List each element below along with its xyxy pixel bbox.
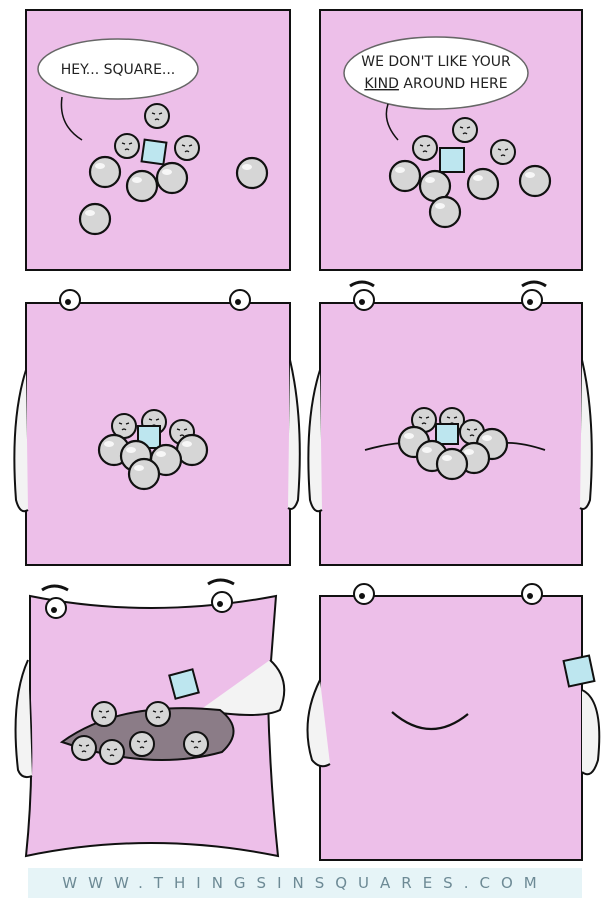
small-square-2 <box>439 147 465 173</box>
speech-bubble-2: WE DON'T LIKE YOUR KIND AROUND HERE <box>343 36 529 141</box>
eye-right-4 <box>521 289 543 311</box>
small-square-6 <box>562 654 596 688</box>
eyebrow-left-5 <box>41 584 69 592</box>
arm-right-4 <box>579 359 593 510</box>
panel-2: WE DON'T LIKE YOUR KIND AROUND HERE <box>319 9 583 271</box>
ball-crowd-4 <box>397 407 509 481</box>
speech-text-2-kind: KIND <box>364 76 399 92</box>
eye-right-5 <box>211 591 233 613</box>
speech-text-1: HEY... SQUARE... <box>61 62 176 78</box>
panel-4 <box>307 280 593 566</box>
eyebrow-right-5 <box>207 578 235 586</box>
pocket-opening-5 <box>59 701 235 765</box>
arm-right-5 <box>199 659 286 716</box>
eye-left-6 <box>353 583 375 605</box>
eye-left-3 <box>59 289 81 311</box>
panel-6 <box>306 583 601 861</box>
speech-text-2-line1: WE DON'T LIKE YOUR <box>361 54 511 70</box>
panel-5 <box>14 578 286 858</box>
panel-1: HEY... SQUARE... <box>25 9 291 271</box>
eyebrow-left-4 <box>349 280 375 288</box>
panel-3 <box>13 289 301 566</box>
speech-text-2-line2: KIND AROUND HERE <box>364 76 507 92</box>
small-square-5 <box>168 668 200 700</box>
smile-6 <box>391 711 469 731</box>
arm-left-4 <box>307 369 323 513</box>
arm-left-6 <box>306 679 331 768</box>
eyebrow-right-4 <box>521 280 547 288</box>
eye-right-6 <box>521 583 543 605</box>
ball-crowd-2 <box>388 117 552 229</box>
speech-text-2-rest: AROUND HERE <box>399 76 508 92</box>
panel-6-square <box>319 595 583 861</box>
speech-bubble-1: HEY... SQUARE... <box>37 38 199 141</box>
arm-left-3 <box>13 369 29 513</box>
eye-right-3 <box>229 289 251 311</box>
website-footer: WWW.THINGSINSQUARES.COM <box>28 868 582 898</box>
eye-left-5 <box>45 597 67 619</box>
arm-right-6 <box>581 689 601 776</box>
arm-right-3 <box>287 359 301 510</box>
website-url: WWW.THINGSINSQUARES.COM <box>62 874 548 892</box>
small-square-4 <box>435 423 459 445</box>
comic-strip: HEY... SQUARE... WE DON'T LIKE YOUR KIND… <box>13 9 601 861</box>
ball-crowd-1 <box>78 103 269 236</box>
eye-left-4 <box>353 289 375 311</box>
small-square-1 <box>140 138 168 166</box>
arm-left-5 <box>14 659 33 779</box>
ball-crowd-3 <box>97 409 209 491</box>
